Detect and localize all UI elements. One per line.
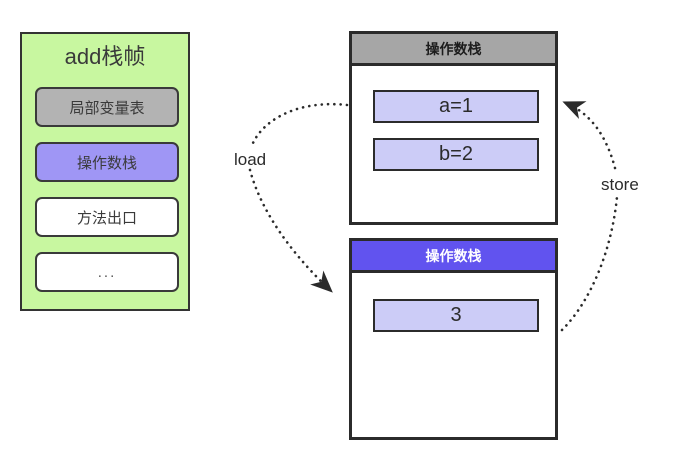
operand-stack-box-before: 操作数栈 a=1 b=2 — [349, 31, 558, 225]
load-arrow-lower — [248, 168, 333, 293]
load-arrow — [251, 102, 349, 145]
frame-slot-label: 操作数栈 — [76, 154, 137, 172]
frame-slot-label: 方法出口 — [76, 209, 137, 227]
operand-stack-item: 3 — [373, 299, 539, 332]
frame-slot-label: 局部变量表 — [69, 99, 145, 117]
operand-stack-box-after: 操作数栈 3 — [349, 238, 558, 440]
load-arrow-label: load — [234, 150, 267, 169]
store-arrow-upper — [562, 101, 617, 170]
frame-slot-operand-stack: 操作数栈 — [35, 142, 179, 182]
frame-slot-more: ... — [35, 252, 179, 292]
store-arrow-lower — [560, 195, 619, 332]
frame-slot-method-exit: 方法出口 — [35, 197, 179, 237]
operand-stack-header: 操作数栈 — [352, 241, 555, 273]
operand-stack-header: 操作数栈 — [352, 34, 555, 66]
frame-slot-label: ... — [97, 263, 117, 281]
stack-frame-panel: add栈帧 局部变量表 操作数栈 方法出口 ... — [20, 32, 190, 311]
operand-stack-item: b=2 — [373, 138, 539, 171]
stack-frame-title: add栈帧 — [64, 44, 146, 69]
operand-stack-item: a=1 — [373, 90, 539, 123]
frame-slot-local-variable-table: 局部变量表 — [35, 87, 179, 127]
store-arrow-label: store — [601, 175, 639, 194]
